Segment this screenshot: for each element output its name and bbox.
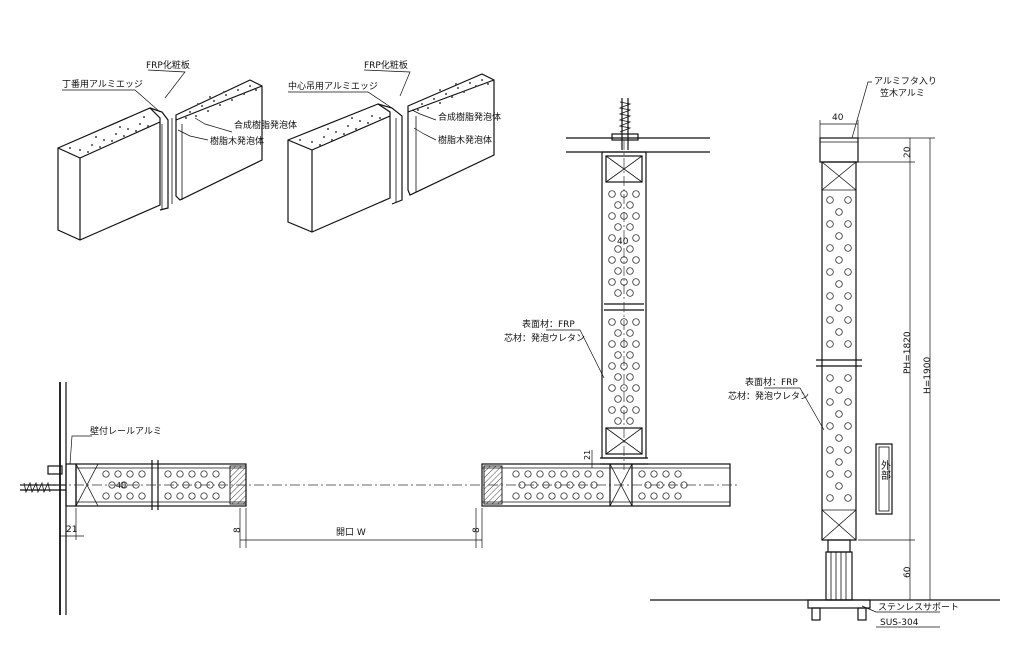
elevation-dim-40: 40 [832,113,844,123]
label-edge-left: 丁番用アルミエッジ [62,78,143,90]
label-wall-rail: 壁付レールアルミ [90,425,162,437]
elevation-dim-h: H=1900 [923,357,933,394]
elevation-view: 40 20 PH=1820 H=1900 60 アルミフタ入り 笠木アルミ 表面… [650,76,1000,628]
plan-view: 21 8 8 開口 W 40 壁付レールアルミ [20,382,740,615]
section-dim-40: 40 [617,237,629,247]
elevation-label-sus: SUS-304 [880,618,919,628]
exterior-box [875,443,893,515]
ceiling-screw [611,98,639,150]
elevation-label-support: ステンレスサポート [878,602,959,613]
section-label-core: 芯材：発泡ウレタン [504,332,585,344]
dim-gap-left: 8 [233,527,243,533]
elevation-holes [826,196,852,502]
panel-detail-right: FRP化粧板 中心吊用アルミエッジ 合成樹脂発泡体 樹脂木発泡体 [287,59,501,233]
section-dim-21: 21 [583,450,592,460]
panel-detail-left: FRP化粧板 丁番用アルミエッジ 合成樹脂発泡体 樹脂木発泡体 [57,59,297,241]
section-view: 40 表面材：FRP 芯材：発泡ウレタン 21 [504,98,710,470]
elevation-dim-20: 20 [903,146,913,158]
dim-left-21: 21 [66,525,77,535]
elevation-label-exterior: 外部 [879,460,891,481]
label-edge-right: 中心吊用アルミエッジ [288,80,378,92]
dim-gap-right: 8 [472,527,482,533]
elevation-label-surface: 表面材：FRP [745,376,798,388]
label-foam-resin-right: 樹脂木発泡体 [438,134,492,146]
dim-center-40: 40 [116,481,126,490]
dim-opening: 開口 W [336,527,366,538]
frp-surface-dots-right [299,79,489,146]
elevation-label-cap2: 笠木アルミ [880,87,925,99]
elevation-dim-60: 60 [903,566,913,578]
elevation-label-core: 芯材：発泡ウレタン [728,390,809,402]
elevation-dim-ph: PH=1820 [903,331,913,374]
label-frp-right: FRP化粧板 [364,59,408,71]
label-foam-resin-left: 樹脂木発泡体 [210,135,264,147]
frp-surface-dots-left [69,85,257,153]
label-foam-synthetic-left: 合成樹脂発泡体 [234,119,297,131]
section-holes [608,190,640,425]
elevation-label-cap: アルミフタ入り [874,76,937,87]
label-foam-synthetic-right: 合成樹脂発泡体 [438,111,501,123]
stainless-support [825,551,853,601]
section-label-surface: 表面材：FRP [522,318,575,330]
elevation-post [821,161,857,541]
label-frp-left: FRP化粧板 [146,59,190,71]
